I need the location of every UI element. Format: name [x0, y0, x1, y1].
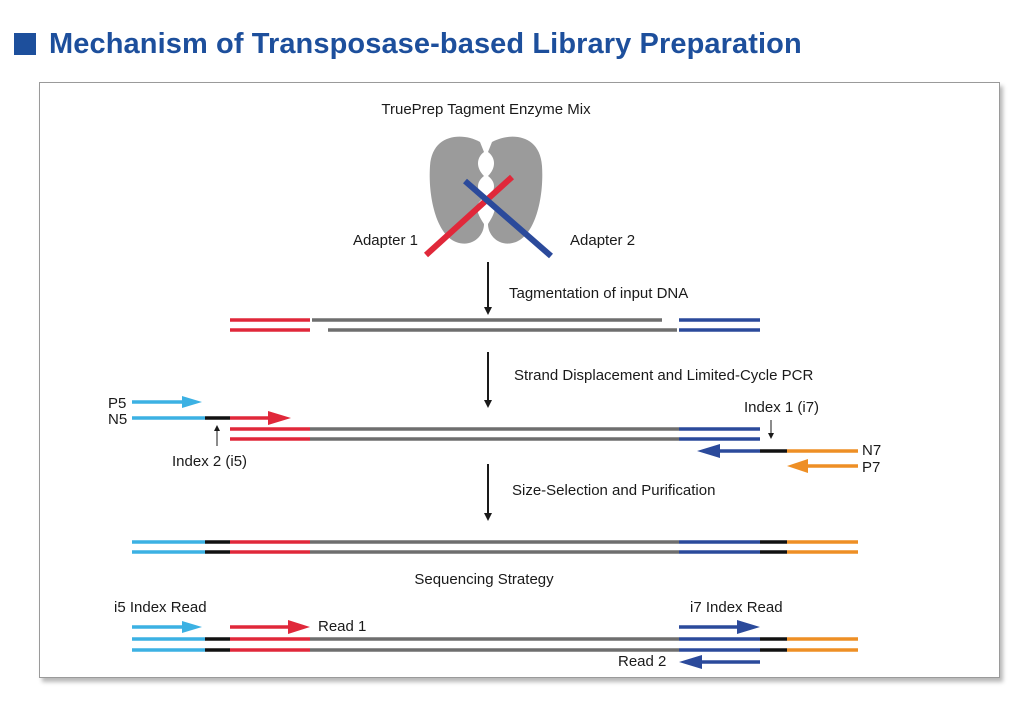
adapter-2-label: Adapter 2 — [570, 232, 635, 249]
transposase-enzyme — [429, 136, 543, 244]
read-2-label: Read 2 — [618, 653, 666, 670]
index-1-label: Index 1 (i7) — [744, 399, 819, 416]
adapter-2-strand — [463, 178, 553, 259]
enzyme-label: TruePrep Tagment Enzyme Mix — [381, 101, 591, 118]
p5-label: P5 — [108, 395, 126, 412]
final-library — [132, 540, 858, 554]
step-3-label: Size-Selection and Purification — [512, 482, 715, 499]
adapter-1-label: Adapter 1 — [353, 232, 418, 249]
step-2-label: Strand Displacement and Limited-Cycle PC… — [514, 367, 813, 384]
step-1-label: Tagmentation of input DNA — [509, 285, 688, 302]
p7-label: P7 — [862, 459, 880, 476]
adapter-1-strand — [423, 174, 515, 258]
sequencing-label: Sequencing Strategy — [414, 571, 554, 588]
n7-label: N7 — [862, 442, 881, 459]
read-1-label: Read 1 — [318, 618, 366, 635]
n5-label: N5 — [108, 411, 127, 428]
tagmented-fragment — [230, 318, 760, 332]
heading-square-icon — [14, 33, 36, 55]
sequencing-strategy — [132, 620, 858, 669]
i7-read-label: i7 Index Read — [690, 599, 783, 616]
i5-read-label: i5 Index Read — [114, 599, 207, 616]
page-title: Mechanism of Transposase-based Library P… — [49, 27, 802, 60]
index-2-label: Index 2 (i5) — [172, 453, 247, 470]
pcr-stage — [132, 396, 858, 473]
page-heading: Mechanism of Transposase-based Library P… — [14, 24, 802, 64]
